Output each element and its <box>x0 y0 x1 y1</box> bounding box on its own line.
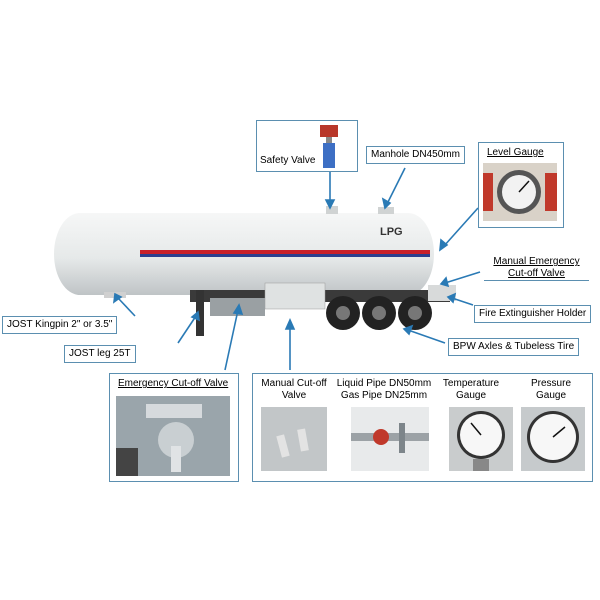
level-gauge-label: Level Gauge <box>487 147 544 158</box>
pressure-title: Pressure Gauge <box>515 378 587 402</box>
kingpin-label: JOST Kingpin 2" or 3.5" <box>2 316 118 334</box>
fire-extinguisher-label: Fire Extinguisher Holder <box>474 305 592 323</box>
manual-cutoff-line1: Manual Cut-off <box>261 378 327 389</box>
temperature-line2: Gauge <box>455 390 487 401</box>
safety-valve-label: Safety Valve <box>260 155 316 166</box>
level-gauge-photo <box>483 163 557 221</box>
gas-pipe-label: Gas Pipe DN25mm <box>340 390 428 401</box>
jost-leg-label: JOST leg 25T <box>64 345 136 363</box>
pressure-line2: Gauge <box>535 390 567 401</box>
level-gauge-panel: Level Gauge <box>478 142 564 228</box>
manual-cutoff-line2: Valve <box>281 390 307 401</box>
emergency-cutoff-panel: Emergency Cut-off Valve <box>109 373 239 482</box>
gauge-icon <box>483 170 557 214</box>
temperature-title: Temperature Gauge <box>437 378 505 402</box>
pressure-line1: Pressure <box>530 378 571 389</box>
tank-stripe-blue <box>140 254 430 257</box>
tank-marking: LPG <box>380 226 403 238</box>
emergency-cutoff-label: Emergency Cut-off Valve <box>118 378 229 389</box>
bpw-axles-label: BPW Axles & Tubeless Tire <box>448 338 580 356</box>
temperature-gauge-photo <box>449 407 513 471</box>
manual-emergency-line2: Cut-off Valve <box>508 268 565 279</box>
trailer-wheels <box>326 296 432 330</box>
gauge-icon <box>457 411 505 471</box>
pressure-gauge-photo <box>521 407 585 471</box>
arrow-icon <box>112 167 481 371</box>
temperature-line1: Temperature <box>442 378 500 389</box>
pipe-title: Liquid Pipe DN50mm Gas Pipe DN25mm <box>335 378 433 402</box>
gauge-icon <box>527 411 579 463</box>
manual-cutoff-title: Manual Cut-off Valve <box>257 378 331 402</box>
pipe-photo <box>351 407 429 471</box>
manual-emergency-label: Manual Emergency Cut-off Valve <box>484 256 589 281</box>
manhole-label: Manhole DN450mm <box>366 146 465 164</box>
manual-cutoff-photo <box>261 407 327 471</box>
components-panel: Manual Cut-off Valve Liquid Pipe DN50mm … <box>252 373 593 482</box>
manual-emergency-line1: Manual Emergency <box>493 256 580 267</box>
valve-icon <box>320 125 338 168</box>
tank-stripe-red <box>140 250 430 254</box>
liquid-pipe-label: Liquid Pipe DN50mm <box>336 378 432 389</box>
valve-icon <box>116 396 230 476</box>
emergency-cutoff-photo <box>116 396 230 476</box>
tank-body <box>54 206 434 295</box>
safety-valve-panel <box>256 120 358 172</box>
valve-icon <box>276 428 309 458</box>
valve-icon <box>351 423 429 453</box>
